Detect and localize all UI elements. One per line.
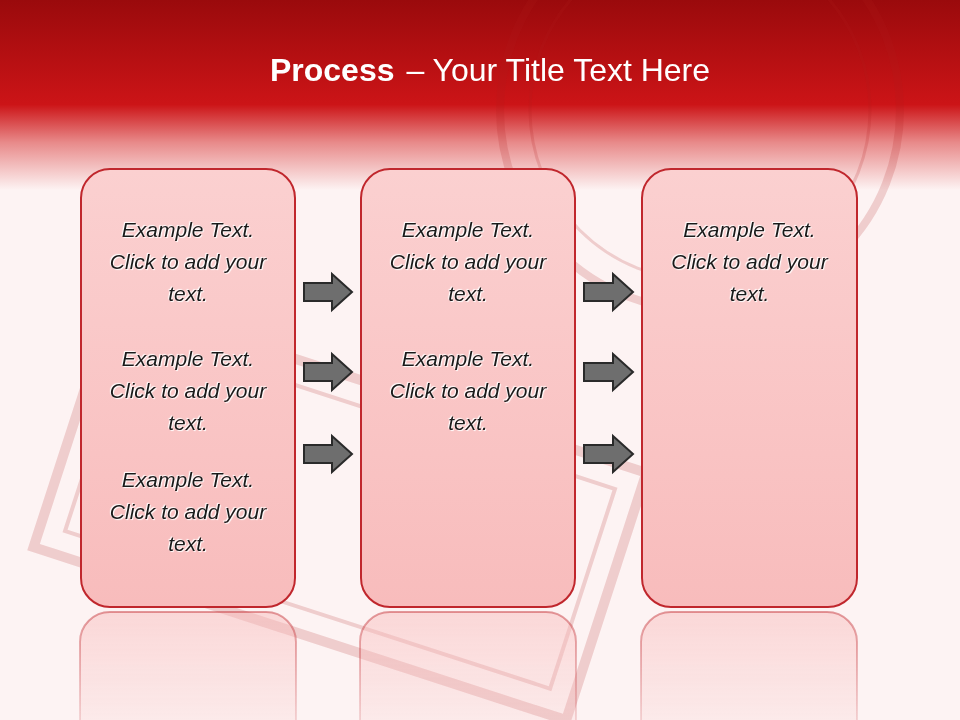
example-text: Example Text. Click to add your text.	[108, 214, 268, 310]
example-text: Example Text. Click to add your text.	[108, 464, 268, 560]
text-wrap: Example Text. Click to add your text.	[362, 343, 574, 439]
process-box: Example Text. Click to add your text.	[641, 168, 858, 608]
example-text: Example Text. Click to add your text.	[670, 214, 830, 310]
block-arrow	[584, 274, 633, 310]
text-wrap: Example Text. Click to add your text.	[82, 343, 294, 439]
text-wrap: Example Text. Click to add your text.	[82, 464, 294, 560]
text-wrap: Example Text. Click to add your text.	[643, 214, 856, 310]
example-text: Example Text. Click to add your text.	[108, 343, 268, 439]
block-arrow	[304, 274, 352, 310]
header-band	[0, 0, 960, 190]
example-text: Example Text. Click to add your text.	[388, 343, 548, 439]
text-wrap: Example Text. Click to add your text.	[82, 214, 294, 310]
slide-title: Process	[270, 52, 395, 89]
block-arrow	[304, 354, 352, 390]
title-bar: Process – Your Title Text Here	[0, 52, 960, 89]
example-text: Example Text. Click to add your text.	[388, 214, 548, 310]
block-arrow	[584, 354, 633, 390]
box-reflections	[80, 612, 857, 720]
block-arrow	[584, 436, 633, 472]
text-wrap: Example Text. Click to add your text.	[362, 214, 574, 310]
block-arrow	[304, 436, 352, 472]
title-subtext: – Your Title Text Here	[406, 52, 710, 89]
process-box: Example Text. Click to add your text. Exa…	[360, 168, 576, 608]
process-box: Example Text. Click to add your text. Exa…	[80, 168, 296, 608]
